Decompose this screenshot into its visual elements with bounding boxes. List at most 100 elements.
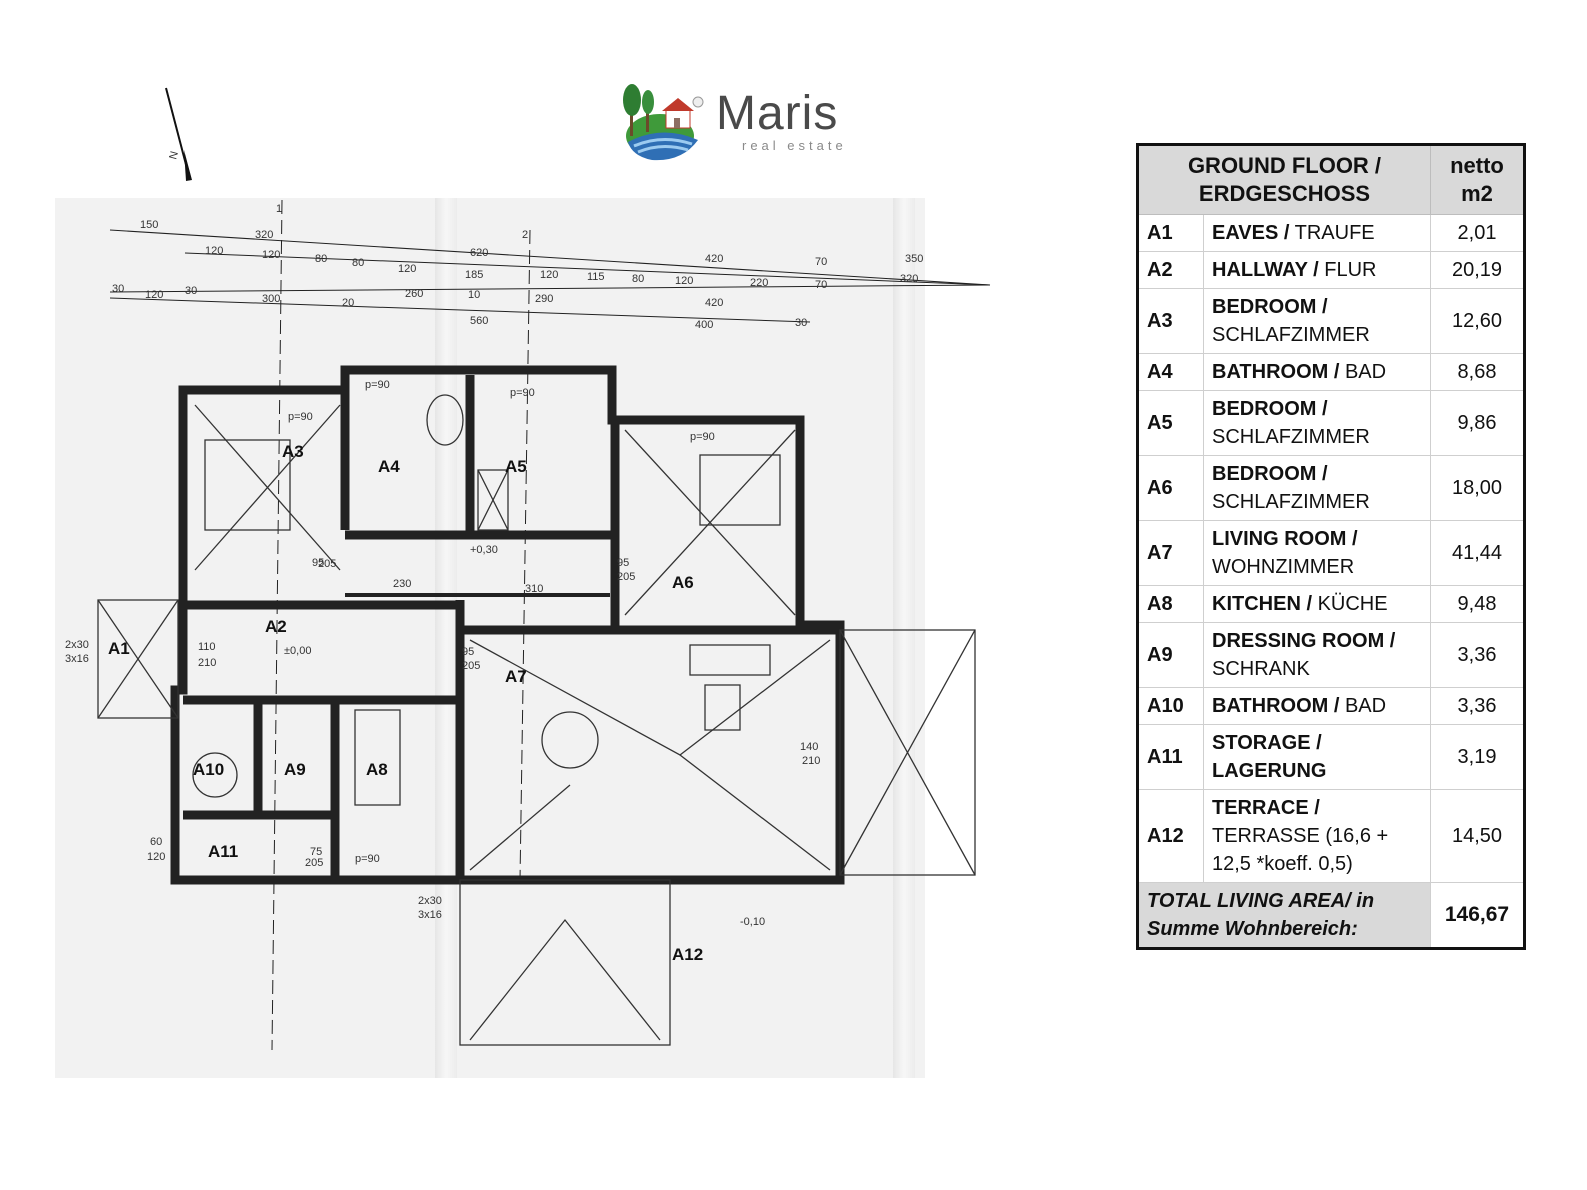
dim-text: 420 bbox=[705, 253, 723, 265]
room-area: 20,19 bbox=[1430, 251, 1525, 289]
dim-text: 70 bbox=[815, 279, 827, 291]
dim-text: 560 bbox=[470, 315, 488, 327]
room-label-a1: A1 bbox=[108, 639, 130, 658]
logo-emblem-icon bbox=[623, 84, 704, 161]
dim-text: 3x16 bbox=[65, 653, 89, 665]
floor-plan: 150 320 620 420 70 350 120 120 80 80 120… bbox=[55, 198, 991, 1078]
dim-text: 120 bbox=[147, 851, 165, 863]
room-area: 2,01 bbox=[1430, 214, 1525, 252]
room-code: A8 bbox=[1137, 585, 1204, 623]
dim-text: 420 bbox=[705, 297, 723, 309]
room-label-a10: A10 bbox=[193, 760, 224, 779]
dim-text: 320 bbox=[900, 273, 918, 285]
dim-text: 120 bbox=[205, 245, 223, 257]
dim-text: 70 bbox=[815, 256, 827, 268]
dim-text: 80 bbox=[315, 253, 327, 265]
room-name: HALLWAY / FLUR bbox=[1203, 251, 1431, 289]
room-area: 18,00 bbox=[1430, 455, 1525, 521]
dim-text: 320 bbox=[255, 229, 273, 241]
table-row: A9 DRESSING ROOM / SCHRANK 3,36 bbox=[1137, 622, 1525, 688]
dim-text: 230 bbox=[393, 578, 411, 590]
dim-text: 205 bbox=[617, 571, 635, 583]
dim-text: p=90 bbox=[288, 411, 313, 423]
table-row: A4 BATHROOM / BAD 8,68 bbox=[1137, 353, 1525, 391]
dim-text: 205 bbox=[305, 857, 323, 869]
table-header-row: GROUND FLOOR / ERDGESCHOSS netto m2 bbox=[1137, 144, 1525, 215]
room-area: 14,50 bbox=[1430, 789, 1525, 883]
dim-text: 290 bbox=[535, 293, 553, 305]
room-area: 9,48 bbox=[1430, 585, 1525, 623]
dim-text: 120 bbox=[145, 289, 163, 301]
table-row: A1 EAVES / TRAUFE 2,01 bbox=[1137, 214, 1525, 252]
dim-text: 115 bbox=[587, 271, 605, 283]
dim-text: 30 bbox=[112, 283, 124, 295]
dim-text: 140 bbox=[800, 741, 818, 753]
header-unit: netto m2 bbox=[1430, 144, 1525, 215]
floor-plan-drawing: 150 320 620 420 70 350 120 120 80 80 120… bbox=[65, 199, 991, 1051]
room-code: A5 bbox=[1137, 390, 1204, 456]
logo-subtitle: real estate bbox=[742, 138, 847, 153]
room-label-a12: A12 bbox=[672, 945, 703, 964]
room-area: 8,68 bbox=[1430, 353, 1525, 391]
dim-text: 260 bbox=[405, 288, 423, 300]
dim-text: 120 bbox=[540, 269, 558, 281]
dim-text: 120 bbox=[398, 263, 416, 275]
room-name: LIVING ROOM /WOHNZIMMER bbox=[1203, 520, 1431, 586]
room-name: BEDROOM /SCHLAFZIMMER bbox=[1203, 390, 1431, 456]
dim-text: 205 bbox=[318, 558, 336, 570]
room-name: EAVES / TRAUFE bbox=[1203, 214, 1431, 252]
table-row: A8 KITCHEN / KÜCHE 9,48 bbox=[1137, 585, 1525, 623]
dim-text: p=90 bbox=[355, 853, 380, 865]
area-table: GROUND FLOOR / ERDGESCHOSS netto m2 A1 E… bbox=[1136, 143, 1526, 950]
room-code: A9 bbox=[1137, 622, 1204, 688]
section-mark: 1 bbox=[276, 203, 282, 215]
level-mark: -0,10 bbox=[740, 916, 765, 928]
room-code: A4 bbox=[1137, 353, 1204, 391]
dim-text: 20 bbox=[342, 297, 354, 309]
dim-text: 300 bbox=[262, 293, 280, 305]
dim-text: 2x30 bbox=[65, 639, 89, 651]
table-row: A12 TERRACE /TERRASSE (16,6 + 12,5 *koef… bbox=[1137, 789, 1525, 883]
dim-text: 185 bbox=[465, 269, 483, 281]
room-label-a5: A5 bbox=[505, 457, 527, 476]
dim-text: 210 bbox=[802, 755, 820, 767]
dim-text: 120 bbox=[262, 249, 280, 261]
room-code: A2 bbox=[1137, 251, 1204, 289]
dim-text: 620 bbox=[470, 247, 488, 259]
table-row: A6 BEDROOM /SCHLAFZIMMER 18,00 bbox=[1137, 455, 1525, 521]
room-code: A6 bbox=[1137, 455, 1204, 521]
table-row: A5 BEDROOM /SCHLAFZIMMER 9,86 bbox=[1137, 390, 1525, 456]
room-name: STORAGE / LAGERUNG bbox=[1203, 724, 1431, 790]
level-mark: +0,30 bbox=[470, 544, 498, 556]
dim-text: 75 bbox=[310, 846, 322, 858]
dim-text: 210 bbox=[198, 657, 216, 669]
room-label-a7: A7 bbox=[505, 667, 527, 686]
room-label-a11: A11 bbox=[208, 842, 238, 861]
room-label-a6: A6 bbox=[672, 573, 694, 592]
room-label-a3: A3 bbox=[282, 442, 304, 461]
room-area: 9,86 bbox=[1430, 390, 1525, 456]
north-arrow-icon: N bbox=[165, 87, 192, 181]
dim-text: 80 bbox=[352, 257, 364, 269]
room-code: A10 bbox=[1137, 687, 1204, 725]
dim-text: p=90 bbox=[690, 431, 715, 443]
table-row: A2 HALLWAY / FLUR 20,19 bbox=[1137, 251, 1525, 289]
room-area: 3,36 bbox=[1430, 687, 1525, 725]
room-name: BATHROOM / BAD bbox=[1203, 687, 1431, 725]
section-mark: 2 bbox=[522, 229, 528, 241]
room-code: A11 bbox=[1137, 724, 1204, 790]
logo-wordmark: Maris bbox=[716, 87, 839, 140]
room-code: A12 bbox=[1137, 789, 1204, 883]
dim-text: 60 bbox=[150, 836, 162, 848]
table-row: A7 LIVING ROOM /WOHNZIMMER 41,44 bbox=[1137, 520, 1525, 586]
dim-text: 95 bbox=[462, 646, 474, 658]
header-floor: GROUND FLOOR / ERDGESCHOSS bbox=[1137, 144, 1431, 215]
room-area: 12,60 bbox=[1430, 288, 1525, 354]
dim-text: p=90 bbox=[365, 379, 390, 391]
room-label-a8: A8 bbox=[366, 760, 388, 779]
dim-text: 220 bbox=[750, 277, 768, 289]
dim-text: 80 bbox=[632, 273, 644, 285]
dim-text: 3x16 bbox=[418, 909, 442, 921]
dim-text: 30 bbox=[185, 285, 197, 297]
room-code: A3 bbox=[1137, 288, 1204, 354]
